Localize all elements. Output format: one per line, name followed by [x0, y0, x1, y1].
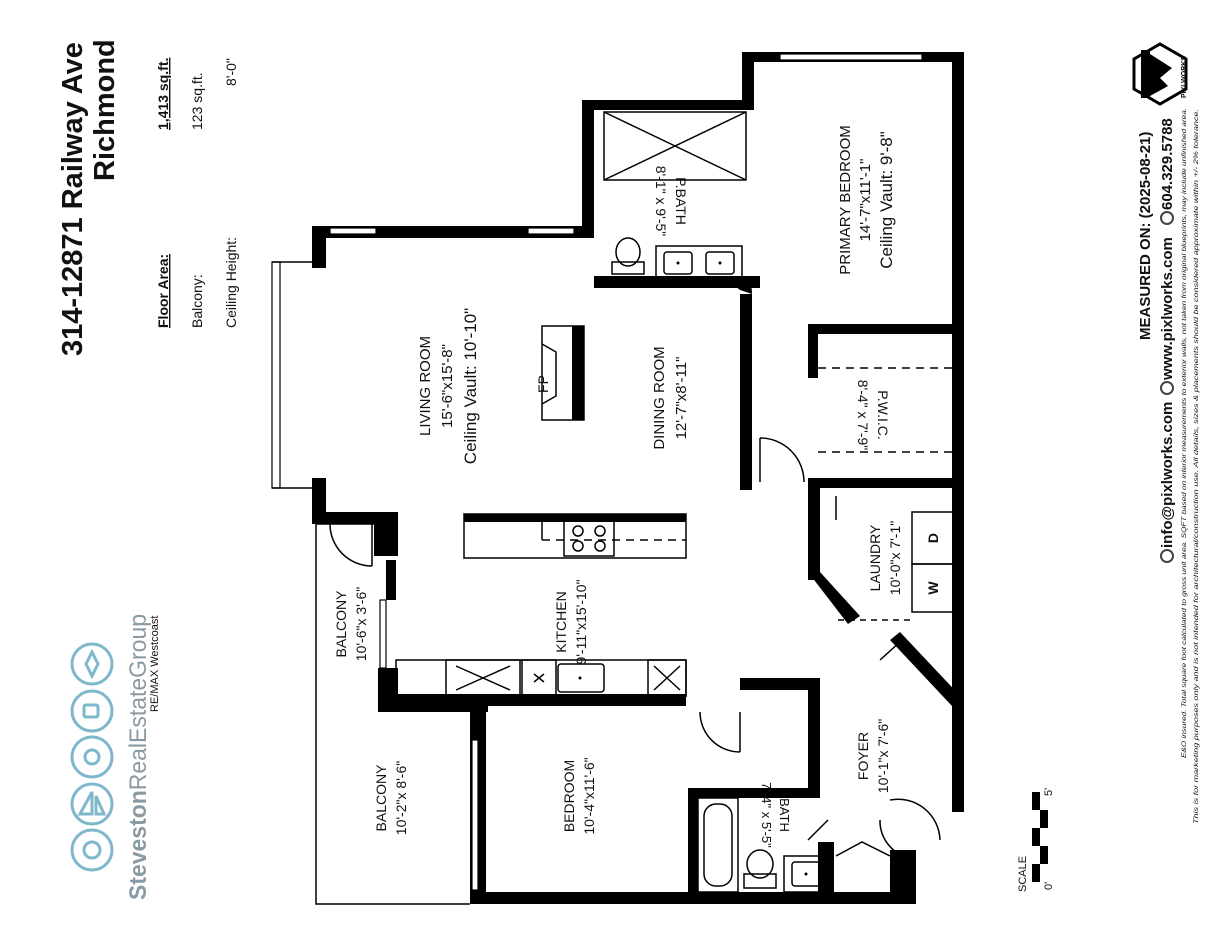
ceiling-height-label: Ceiling Height: — [223, 237, 239, 328]
disclaimer-line-1: E&O insured. Total square foot calculate… — [1181, 108, 1188, 758]
brand-logo: StevestonRealEstateGroup RE/MAX Westcoas… — [125, 614, 161, 900]
property-city: Richmond — [89, 39, 121, 181]
kitchen-counter — [395, 659, 687, 697]
brokerage-name: RE/MAX Westcoast — [149, 616, 161, 712]
blossom-icon — [70, 828, 114, 872]
svg-text:P.BATH: P.BATH — [673, 177, 689, 225]
svg-text:10'-0"x 7'-1": 10'-0"x 7'-1" — [887, 521, 903, 595]
primary-bedroom-label: PRIMARY BEDROOM 14'-7"x11'-1" Ceiling Va… — [837, 125, 896, 274]
svg-text:15'-6"x15'-8": 15'-6"x15'-8" — [439, 344, 456, 428]
brand-name: StevestonRealEstateGroup — [125, 614, 152, 900]
fireplace-label: FP — [535, 375, 551, 393]
brand-icons — [70, 642, 114, 872]
balcony-outline — [315, 523, 470, 905]
svg-text:FOYER: FOYER — [855, 732, 871, 780]
brand-name-a: Steveston — [125, 790, 152, 900]
pbath-shower — [603, 111, 747, 181]
sailboat-icon — [70, 782, 114, 826]
svg-text:Ceiling Vault: 10'-10": Ceiling Vault: 10'-10" — [461, 308, 480, 464]
svg-text:BALCONY: BALCONY — [373, 764, 389, 832]
svg-text:LAUNDRY: LAUNDRY — [867, 524, 883, 591]
laundry-machines — [838, 511, 955, 621]
svg-text:KITCHEN: KITCHEN — [553, 591, 569, 652]
svg-text:9'-11"x15'-10": 9'-11"x15'-10" — [573, 579, 589, 664]
globe-icon — [1160, 381, 1174, 395]
svg-text:12'-7"x8'-11": 12'-7"x8'-11" — [673, 357, 690, 440]
dining-room-label: DINING ROOM 12'-7"x8'-11" — [651, 346, 690, 449]
bath-toilet — [743, 849, 777, 889]
balcony-value: 123 sq.ft. — [189, 72, 205, 130]
floor-area-value: 1,413 sq.ft. — [155, 58, 171, 130]
svg-text:P.W.I.C.: P.W.I.C. — [875, 390, 891, 440]
fireplace — [541, 325, 585, 421]
floor-area-label: Floor Area: — [155, 254, 171, 328]
sun-icon — [70, 735, 114, 779]
measured-block: MEASURED ON: (2025-08-21) 604.329.5788 w… — [1137, 108, 1200, 824]
pwic-label: P.W.I.C. 8'-4" x 7'-9" — [855, 380, 891, 451]
scale-five: 5' — [1043, 788, 1055, 796]
walls — [312, 52, 964, 904]
svg-text:14'-7"x11'-1": 14'-7"x11'-1" — [857, 159, 874, 242]
svg-text:Ceiling Vault: 9'-8": Ceiling Vault: 9'-8" — [877, 131, 896, 268]
svg-text:10'-2"x 8'-6": 10'-2"x 8'-6" — [393, 761, 409, 835]
property-address: 314-12871 Railway Ave — [57, 42, 89, 356]
pbath-toilet — [611, 237, 645, 275]
pixlworks-phone: 604.329.5788 — [1159, 118, 1176, 210]
bath-tub — [697, 797, 739, 893]
disclaimer-line-2: This is for marketing purposes only and … — [1193, 109, 1200, 824]
living-room-label: LIVING ROOM 15'-6"x15'-8" Ceiling Vault:… — [417, 308, 480, 464]
svg-text:10'-6"x 3'-6": 10'-6"x 3'-6" — [353, 587, 369, 661]
title-block: 314-12871 Railway Ave Richmond Floor Are… — [57, 39, 239, 356]
bath-vanity — [783, 855, 829, 893]
windows — [271, 53, 923, 891]
scale-bar — [1032, 792, 1048, 882]
doors — [329, 437, 941, 859]
email-icon — [1160, 549, 1174, 563]
svg-text:PRIMARY BEDROOM: PRIMARY BEDROOM — [837, 125, 854, 274]
pixlworks-email: info@pixlworks.com — [1159, 402, 1176, 548]
svg-text:LIVING ROOM: LIVING ROOM — [417, 336, 434, 436]
kitchen-island — [463, 513, 687, 559]
scale-zero: 0' — [1043, 882, 1055, 890]
svg-text:8'-1" x 9'-5": 8'-1" x 9'-5" — [653, 166, 669, 237]
svg-text:BALCONY: BALCONY — [333, 590, 349, 658]
wall-diagonal-foyer — [890, 632, 964, 808]
brand-name-b: RealEstateGroup — [125, 614, 152, 790]
washer-label: W — [925, 581, 941, 595]
bedroom-label: BEDROOM 10'-4"x11'-6" — [561, 757, 597, 834]
laundry-label: LAUNDRY 10'-0"x 7'-1" — [867, 521, 903, 595]
scale-label: SCALE — [1017, 856, 1029, 892]
phone-icon — [1160, 211, 1174, 225]
svg-text:7'-4" x 5'-5": 7'-4" x 5'-5" — [759, 782, 774, 848]
svg-text:8'-4" x 7'-9": 8'-4" x 7'-9" — [855, 380, 871, 451]
pbath-label: P.BATH 8'-1" x 9'-5" — [653, 166, 689, 237]
wall-curve — [728, 277, 752, 294]
dryer-label: D — [925, 533, 941, 543]
balcony-label: Balcony: — [189, 274, 205, 328]
balcony-small-label: BALCONY 10'-6"x 3'-6" — [333, 587, 369, 661]
wall-diagonal-laundry — [808, 572, 860, 624]
svg-text:BEDROOM: BEDROOM — [561, 760, 577, 832]
maple-leaf-icon — [70, 642, 114, 686]
svg-text:10'-4"x11'-6": 10'-4"x11'-6" — [581, 757, 597, 834]
pixlworks-logo — [1132, 42, 1188, 106]
svg-text:DINING ROOM: DINING ROOM — [651, 346, 668, 449]
svg-text:10'-1"x 7'-6": 10'-1"x 7'-6" — [875, 719, 891, 793]
pixlworks-website: www.pixlworks.com — [1159, 237, 1176, 381]
pbath-vanity — [655, 245, 743, 281]
price-tag-icon — [70, 689, 114, 733]
balcony-large-label: BALCONY 10'-2"x 8'-6" — [373, 761, 409, 835]
foyer-label: FOYER 10'-1"x 7'-6" — [855, 719, 891, 793]
pixlworks-logo-text: PIXLWORKS — [1181, 56, 1188, 98]
room-labels: LIVING ROOM 15'-6"x15'-8" Ceiling Vault:… — [333, 125, 903, 848]
svg-text:BATH: BATH — [777, 798, 792, 832]
ceiling-height-value: 8'-0" — [223, 58, 239, 86]
measured-date: MEASURED ON: (2025-08-21) — [1137, 132, 1154, 340]
kitchen-label: KITCHEN 9'-11"x15'-10" — [553, 579, 589, 664]
bath-label: BATH 7'-4" x 5'-5" — [759, 782, 792, 848]
